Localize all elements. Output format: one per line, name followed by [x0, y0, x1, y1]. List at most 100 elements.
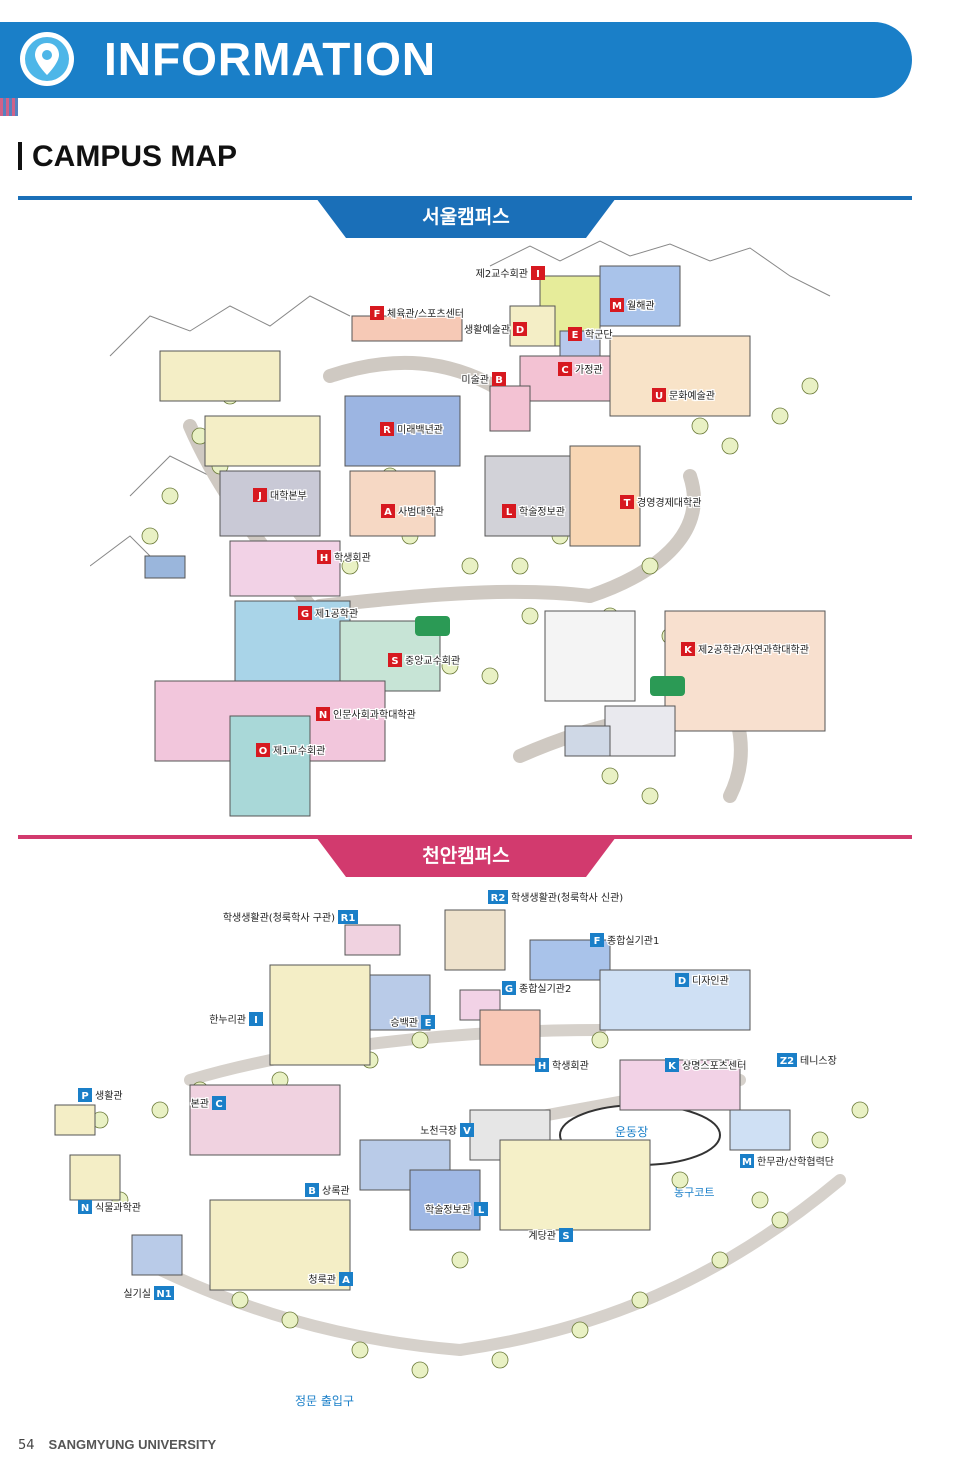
marker-box	[535, 1058, 549, 1072]
marker-box	[474, 1202, 488, 1216]
building-B-shape	[489, 385, 531, 432]
marker-box	[388, 653, 402, 667]
marker-box	[568, 327, 582, 341]
marker-code: S	[391, 656, 398, 667]
marker-code: N1	[156, 1289, 171, 1300]
marker-code: L	[506, 507, 513, 518]
building-K-shape	[664, 610, 826, 732]
section-title: CAMPUS MAP	[18, 140, 237, 174]
marker-box	[370, 306, 384, 320]
marker-box	[502, 981, 516, 995]
marker-name: 미술관	[461, 374, 489, 386]
marker-code: D	[516, 325, 524, 336]
building-center-white	[544, 610, 636, 702]
building-marker-N1[interactable]: N1 실기실	[122, 1286, 174, 1301]
marker-box	[777, 1053, 797, 1067]
marker-box	[681, 642, 695, 656]
building-small-blue	[144, 555, 186, 579]
marker-box	[558, 362, 572, 376]
marker-box	[305, 1183, 319, 1197]
marker-name: 중앙교수회관	[405, 655, 460, 667]
university-name: SANGMYUNG UNIVERSITY	[48, 1437, 217, 1452]
marker-box	[316, 707, 330, 721]
building-K-shape	[619, 1059, 741, 1111]
building-marker-I[interactable]: I 제2교수회관	[474, 266, 545, 281]
building-marker-C[interactable]: C본관	[189, 1096, 226, 1111]
marker-code: M	[612, 301, 622, 312]
marker-box	[610, 298, 624, 312]
building-marker-Z2[interactable]: Z2 테니스장	[777, 1053, 838, 1068]
building-L-shape	[484, 455, 576, 537]
marker-box	[78, 1200, 92, 1214]
marker-name: 테니스장	[800, 1055, 837, 1067]
marker-name: 제2공학관/자연과학대학관	[698, 644, 809, 656]
decorative-stripe	[0, 98, 18, 116]
page-title: INFORMATION	[104, 33, 437, 85]
building-N-shape	[69, 1154, 121, 1201]
marker-code: I	[536, 269, 540, 280]
building-R2-shape	[444, 909, 506, 971]
marker-code: K	[684, 645, 693, 656]
marker-name: 종합실기관1	[607, 935, 659, 947]
building-A-shape	[209, 1199, 351, 1291]
marker-name: 실기실	[123, 1288, 151, 1300]
marker-name: 본관	[191, 1098, 209, 1110]
marker-box	[154, 1286, 174, 1300]
seoul-tab-shape	[316, 198, 616, 238]
marker-name: 제1공학관	[315, 608, 358, 620]
marker-code: E	[572, 330, 579, 341]
seoul-tab-label: 서울캠퍼스	[422, 206, 510, 228]
marker-name: 학생생활관(청룩학사 신관)	[511, 891, 623, 904]
building-marker-S[interactable]: S 중앙교수회관	[388, 653, 461, 668]
marker-box	[78, 1088, 92, 1102]
header-banner: INFORMATION	[0, 22, 912, 98]
marker-name: 학생회관	[334, 552, 371, 564]
marker-name: 승백관	[390, 1017, 418, 1029]
building-F-shape	[351, 315, 463, 342]
building-J-shape	[219, 470, 321, 537]
marker-code: I	[254, 1015, 258, 1026]
marker-code: U	[655, 391, 663, 402]
marker-name: 제2교수회관	[476, 268, 528, 280]
marker-box	[317, 550, 331, 564]
marker-box	[253, 488, 267, 502]
building-marker-K[interactable]: K 제2공학관/자연과학대학관	[681, 642, 810, 657]
marker-name: 디자인관	[692, 975, 729, 987]
building-M-shape	[599, 265, 681, 327]
marker-code: Z2	[780, 1056, 794, 1067]
marker-box	[665, 1058, 679, 1072]
